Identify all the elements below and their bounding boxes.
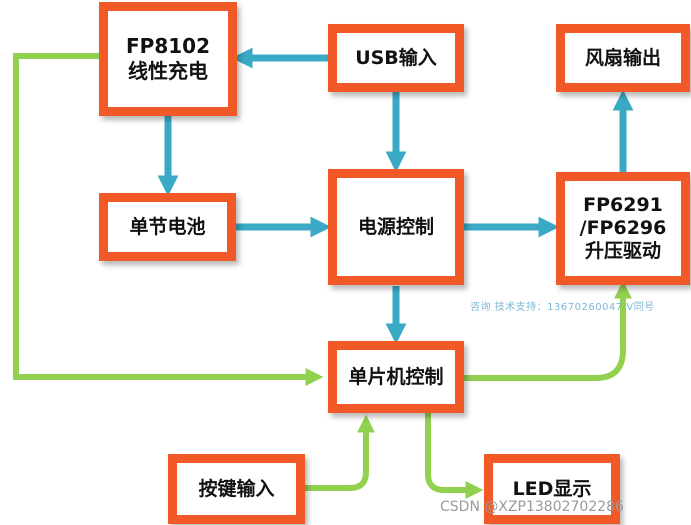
battery-box: 单节电池 <box>99 193 236 261</box>
power-control-label: 电源控制 <box>357 216 434 238</box>
led-display-label: LED显示 <box>512 478 592 500</box>
power-control-box: 电源控制 <box>328 169 464 285</box>
boost-driver-box: FP6291 /FP6296 升压驱动 <box>556 172 690 285</box>
battery-label: 单节电池 <box>129 216 206 238</box>
csdn-credit: CSDN @XZP13802702286 <box>440 499 624 515</box>
key-input-box: 按键输入 <box>168 454 305 524</box>
arrow-mcu-to-boost <box>463 280 632 381</box>
usb-input-box: USB输入 <box>328 24 464 92</box>
arrow-mcu-to-led <box>425 412 484 499</box>
arrow-key-to-mcu <box>305 414 375 491</box>
fp8102-part-number: FP8102 <box>126 34 210 58</box>
boost-part-number-1: FP6291 <box>583 194 663 216</box>
support-watermark: 咨询 技术支持：13670260047 V同号 <box>470 302 655 313</box>
fan-output-box: 风扇输出 <box>556 24 690 92</box>
usb-input-label: USB输入 <box>355 47 437 69</box>
boost-function: 升压驱动 <box>584 240 661 262</box>
key-input-label: 按键输入 <box>198 478 275 500</box>
fp8102-charger-box: FP8102 线性充电 <box>99 2 237 116</box>
led-display-box: LED显示 <box>484 454 620 524</box>
arrow-fp8102-to-mcu <box>13 53 324 386</box>
boost-part-number-2: /FP6296 <box>579 217 667 239</box>
mcu-control-label: 单片机控制 <box>348 366 444 388</box>
mcu-control-box: 单片机控制 <box>328 341 464 413</box>
fp8102-function: 线性充电 <box>127 59 208 83</box>
fan-output-label: 风扇输出 <box>584 47 661 69</box>
